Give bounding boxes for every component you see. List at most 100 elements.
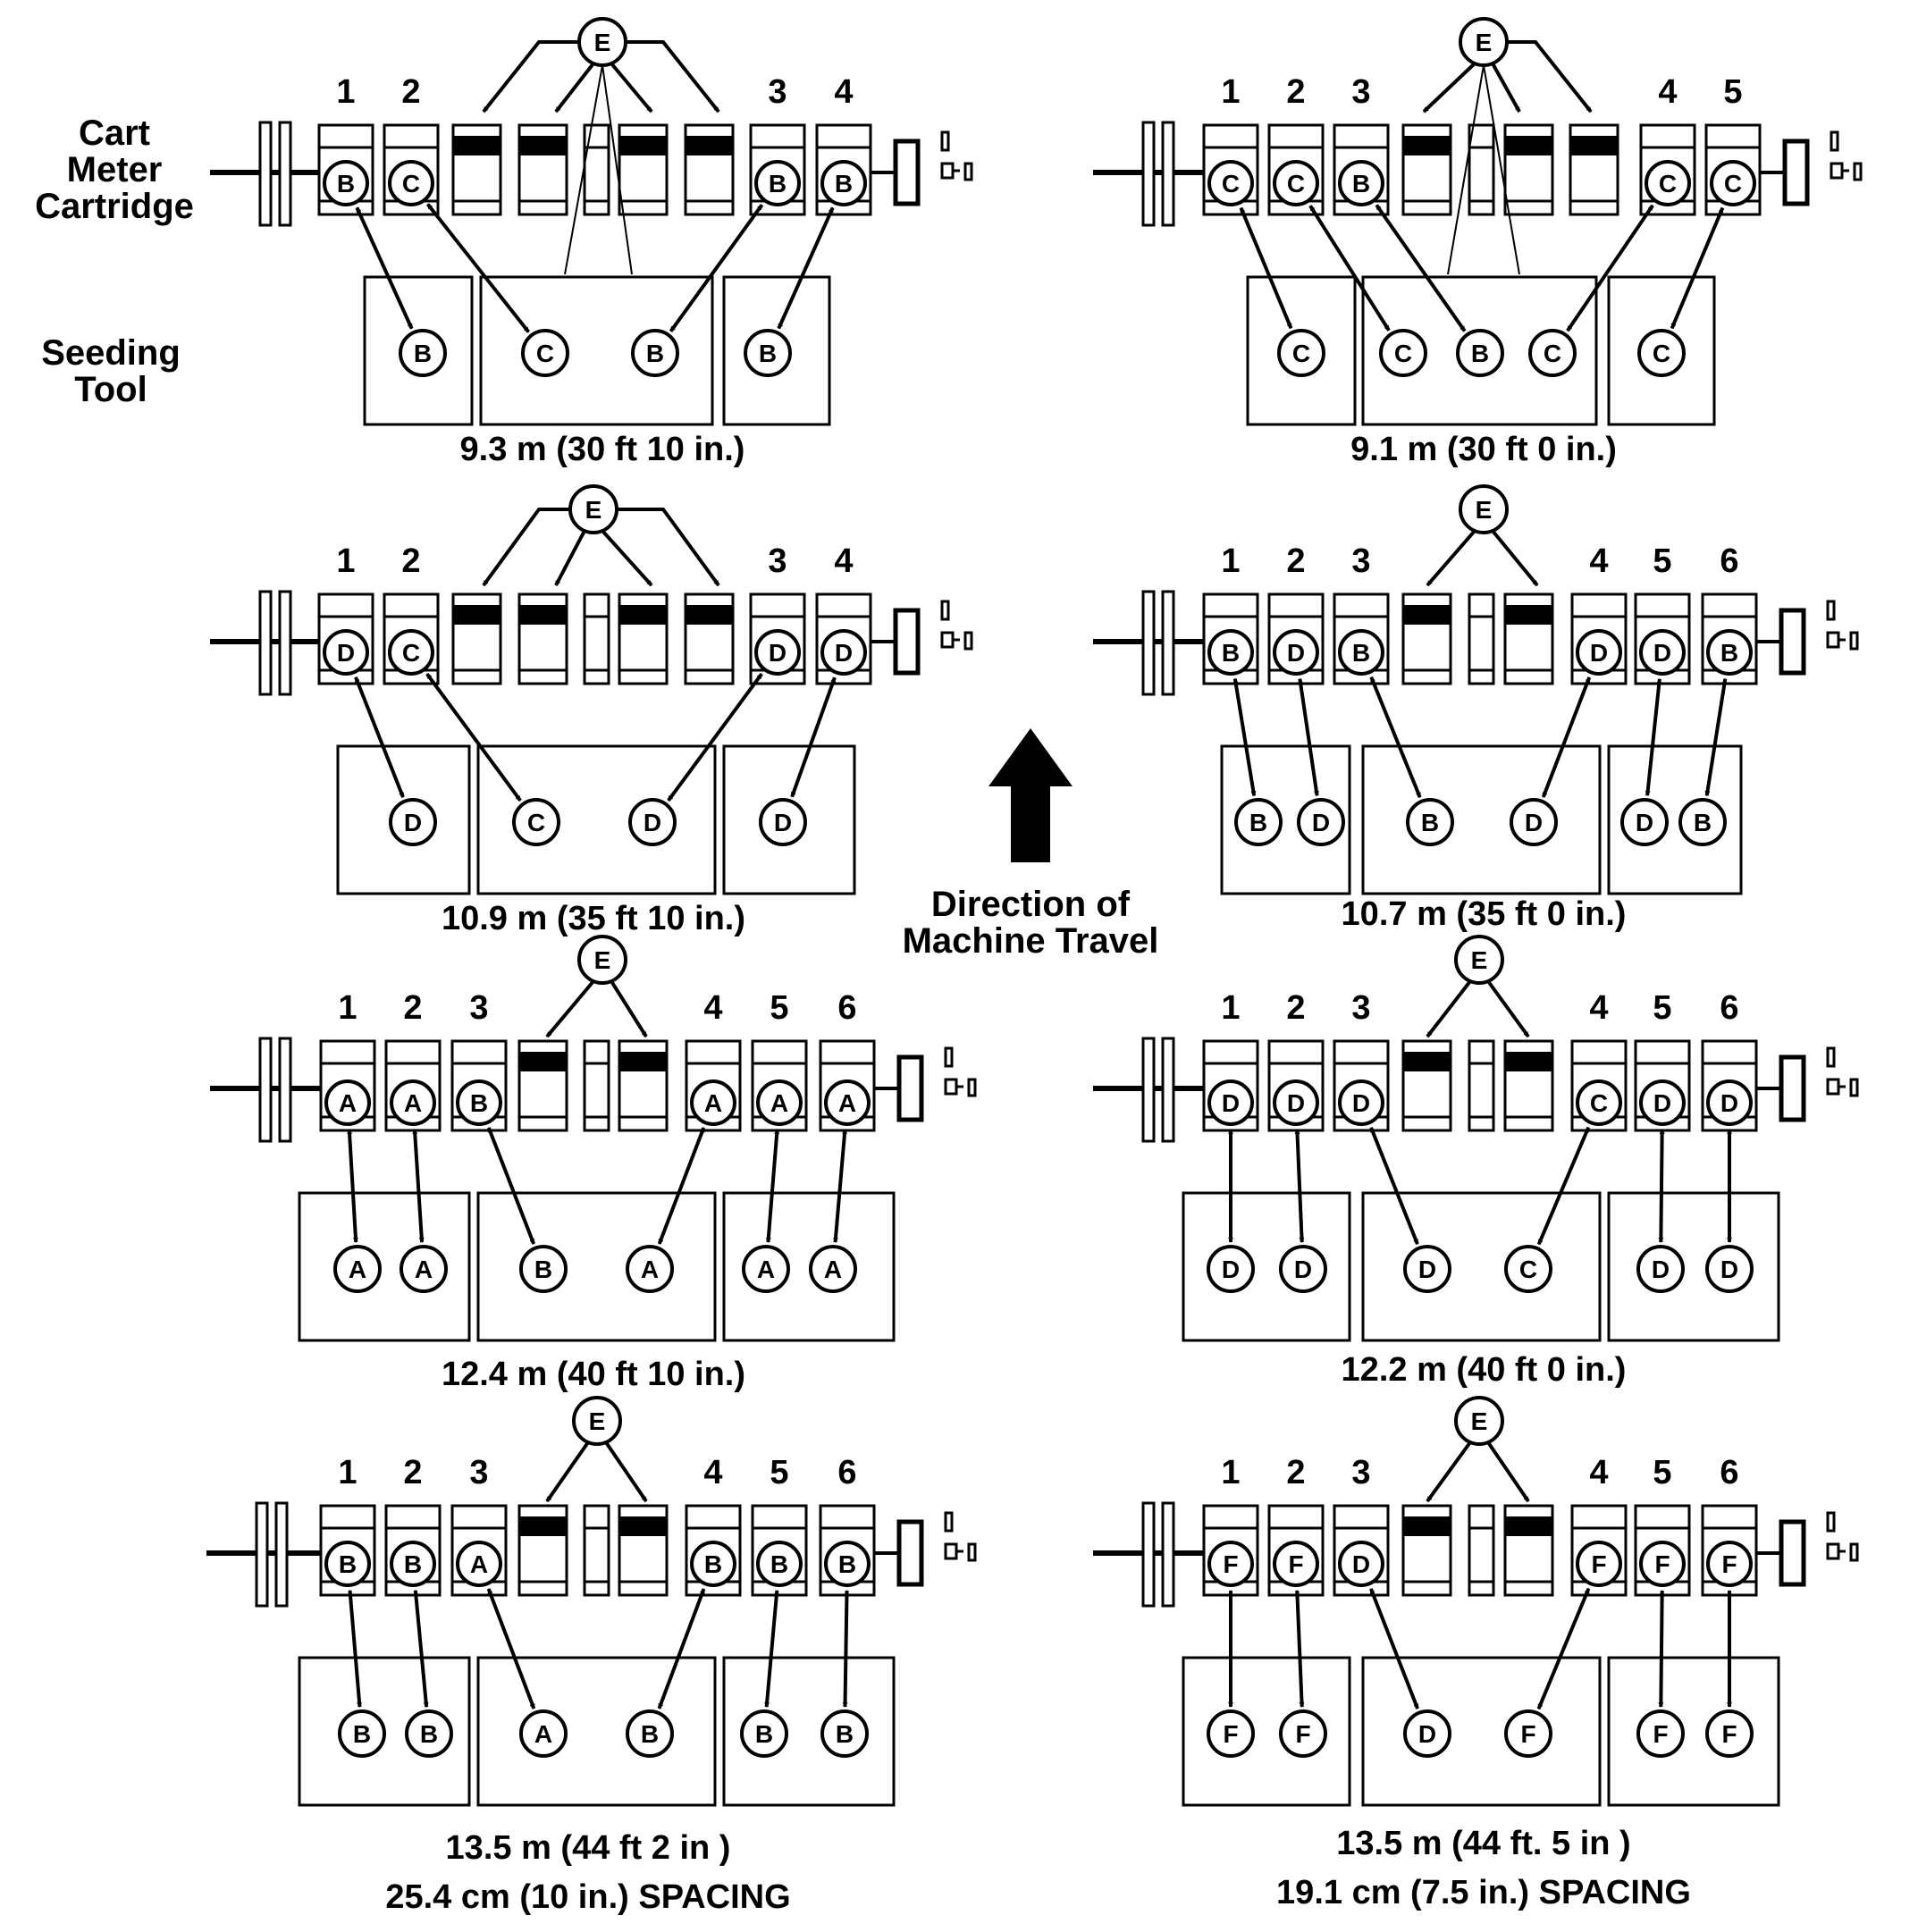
e-pointer-arrow [1426, 1441, 1472, 1503]
cart-letter-circle [756, 1541, 803, 1587]
cart-letter: C [402, 170, 420, 197]
tool-letter-circle [1279, 1245, 1327, 1293]
e-pointer-arrow [482, 508, 570, 587]
tool-letter: C [1544, 340, 1561, 367]
cart-letter: B [470, 1089, 488, 1117]
motor-icon [1782, 139, 1810, 206]
cart-letter: C [1287, 170, 1305, 197]
cart-letter-circle [756, 1079, 803, 1126]
shaft-plate [1161, 1037, 1175, 1143]
seeding-label-line1: Seeding [41, 333, 181, 373]
sensor-icon [940, 600, 950, 621]
width-caption: 10.9 m (35 ft 10 in.) [442, 900, 745, 937]
unit-number-5: 5 [770, 989, 788, 1027]
cart-letter: D [337, 639, 355, 667]
shaft-plate [1141, 1037, 1156, 1143]
motor-icon [893, 139, 921, 206]
cart-letter-circle [820, 160, 867, 206]
unit-number-4: 4 [1589, 542, 1608, 580]
meter-link-arrow [1294, 1590, 1305, 1708]
unit-number-5: 5 [1653, 989, 1671, 1027]
cart-letter-circle [824, 1541, 871, 1587]
blank-cartridge-band [1505, 605, 1552, 625]
cart-letter: B [704, 1550, 722, 1578]
blank-cartridge-band [619, 605, 667, 625]
meter-link-arrow [347, 1589, 363, 1709]
unit-number-1: 1 [1221, 73, 1240, 111]
meter-link-arrow [1369, 676, 1422, 799]
cart-letter-circle [324, 1079, 371, 1126]
tool-letter: F [1653, 1720, 1668, 1748]
unit-number-4: 4 [703, 989, 722, 1027]
e-pointer-arrow [545, 979, 595, 1038]
cart-letter: A [838, 1089, 856, 1117]
cart-letter: A [704, 1089, 722, 1117]
sensor-icon [963, 162, 973, 181]
cart-letter-circle [1273, 1541, 1319, 1587]
sensor-icon [1830, 162, 1844, 180]
e-callout-label: E [1476, 29, 1493, 56]
blank-cartridge-band [619, 136, 667, 155]
tool-letter: B [1421, 809, 1439, 836]
tool-letter-circle [519, 1709, 568, 1758]
tool-letter-circle [742, 1245, 790, 1293]
e-leader-line [601, 64, 633, 275]
motor-icon [896, 1519, 924, 1587]
cart-letter-circle [1207, 1541, 1254, 1587]
e-callout-circle [1454, 935, 1504, 985]
cart-letter-circle [323, 160, 369, 206]
tool-letter: C [1653, 340, 1670, 367]
cart-letter-circle [456, 1541, 502, 1587]
cart-label-line1: Cart [79, 113, 150, 153]
unit-number-4: 4 [1658, 73, 1677, 111]
cart-letter: B [835, 170, 853, 197]
unit-number-2: 2 [1286, 542, 1305, 580]
cart-letter: F [1721, 1550, 1737, 1578]
blank-cartridge-band [519, 1052, 567, 1071]
tool-letter-circle [1705, 1245, 1754, 1293]
shaft-plate [1161, 590, 1175, 696]
unit-number-3: 3 [768, 542, 787, 580]
unit-number-2: 2 [403, 989, 422, 1027]
tool-letter-circle [1207, 1245, 1255, 1293]
meter-link-arrow [777, 206, 835, 330]
sensor-icon [944, 1511, 954, 1533]
unit-number-1: 1 [1221, 542, 1240, 580]
shaft-plate [258, 1037, 273, 1143]
tool-letter-circle [1297, 798, 1345, 846]
blank-cartridge [1468, 1039, 1495, 1132]
width-caption: 12.2 m (40 ft 0 in.) [1342, 1351, 1627, 1389]
blank-cartridge [583, 592, 610, 685]
meter-link-arrow [1369, 1127, 1419, 1245]
tool-letter: B [420, 1720, 438, 1748]
sensor-icon [1849, 631, 1859, 651]
sensor-icon [944, 1078, 958, 1096]
cart-letter: B [404, 1550, 422, 1578]
cart-letter: D [1590, 639, 1608, 667]
unit-number-2: 2 [1286, 989, 1305, 1027]
tool-letter-circle [1277, 329, 1325, 377]
tool-letter-circle [820, 1709, 869, 1758]
tool-letter: D [1418, 1720, 1436, 1748]
shaft-plate [1141, 121, 1156, 227]
width-caption: 10.7 m (35 ft 0 in.) [1342, 895, 1627, 933]
sensor-icon [1826, 600, 1836, 621]
blank-cartridge [1468, 592, 1495, 685]
tool-letter-circle [1403, 1709, 1451, 1758]
cart-letter: B [1352, 170, 1370, 197]
motor-icon [1779, 608, 1806, 676]
tool-letter: C [536, 340, 554, 367]
meter-link-arrow [764, 1589, 779, 1709]
motor-icon [893, 608, 921, 676]
cart-letter: D [1352, 1089, 1370, 1117]
blank-cartridge-band [1505, 1052, 1552, 1071]
unit-number-2: 2 [401, 542, 420, 580]
unit-number-6: 6 [1720, 542, 1738, 580]
tool-letter-circle [1504, 1245, 1552, 1293]
meter-link-arrow [790, 676, 837, 798]
tool-letter-circle [1406, 798, 1454, 846]
e-pointer-arrow [1486, 1441, 1530, 1503]
meter-link-arrow [842, 1590, 850, 1708]
e-pointer-arrow [626, 40, 720, 113]
